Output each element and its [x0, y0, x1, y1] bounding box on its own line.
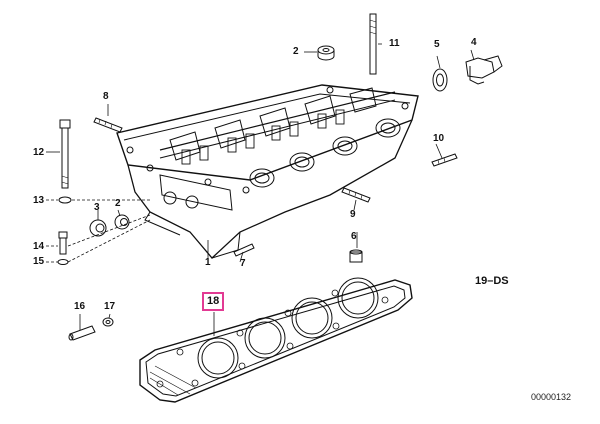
callout-18-highlighted: 18 — [202, 292, 225, 311]
stud-9 — [341, 187, 371, 203]
cylinder-head-gasket — [139, 277, 413, 403]
long-bolt-12 — [59, 119, 71, 189]
callout-7: 7 — [240, 258, 246, 269]
callout-17: 17 — [104, 301, 116, 312]
callout-14: 14 — [33, 241, 45, 252]
callout-8: 8 — [103, 91, 109, 102]
callout-15: 15 — [33, 256, 45, 267]
callout-2-plug: 2 — [115, 198, 121, 209]
callout-5: 5 — [434, 39, 440, 50]
callout-3: 3 — [94, 202, 100, 213]
callout-13: 13 — [33, 195, 45, 206]
callout-16: 16 — [74, 301, 86, 312]
drawing-number: 00000132 — [531, 392, 572, 402]
sleeve-6 — [349, 249, 363, 263]
leader-lines — [46, 43, 475, 336]
callout-9: 9 — [350, 209, 356, 220]
callout-1: 1 — [205, 257, 211, 268]
callout-10: 10 — [433, 133, 445, 144]
plug-2 — [114, 214, 130, 230]
washer-13 — [58, 196, 72, 204]
ring-17 — [102, 317, 114, 327]
callout-4: 4 — [471, 37, 477, 48]
bolt-8 — [93, 117, 123, 133]
sensor-4 — [465, 55, 503, 85]
stud-7 — [233, 243, 255, 257]
nut-2 — [317, 45, 335, 61]
stud-11 — [369, 13, 377, 75]
cylinder-head — [116, 84, 419, 259]
callout-12: 12 — [33, 147, 45, 158]
callout-6: 6 — [351, 231, 357, 242]
callout-11: 11 — [389, 38, 400, 49]
bolt-14 — [58, 231, 68, 255]
plug-3 — [89, 219, 107, 237]
seal-5 — [432, 68, 448, 92]
diagram-code: 19–DS — [475, 275, 509, 287]
washer-15 — [57, 259, 69, 265]
callout-2-top: 2 — [293, 46, 299, 57]
dowel-16 — [68, 325, 96, 341]
stud-10 — [431, 153, 458, 167]
